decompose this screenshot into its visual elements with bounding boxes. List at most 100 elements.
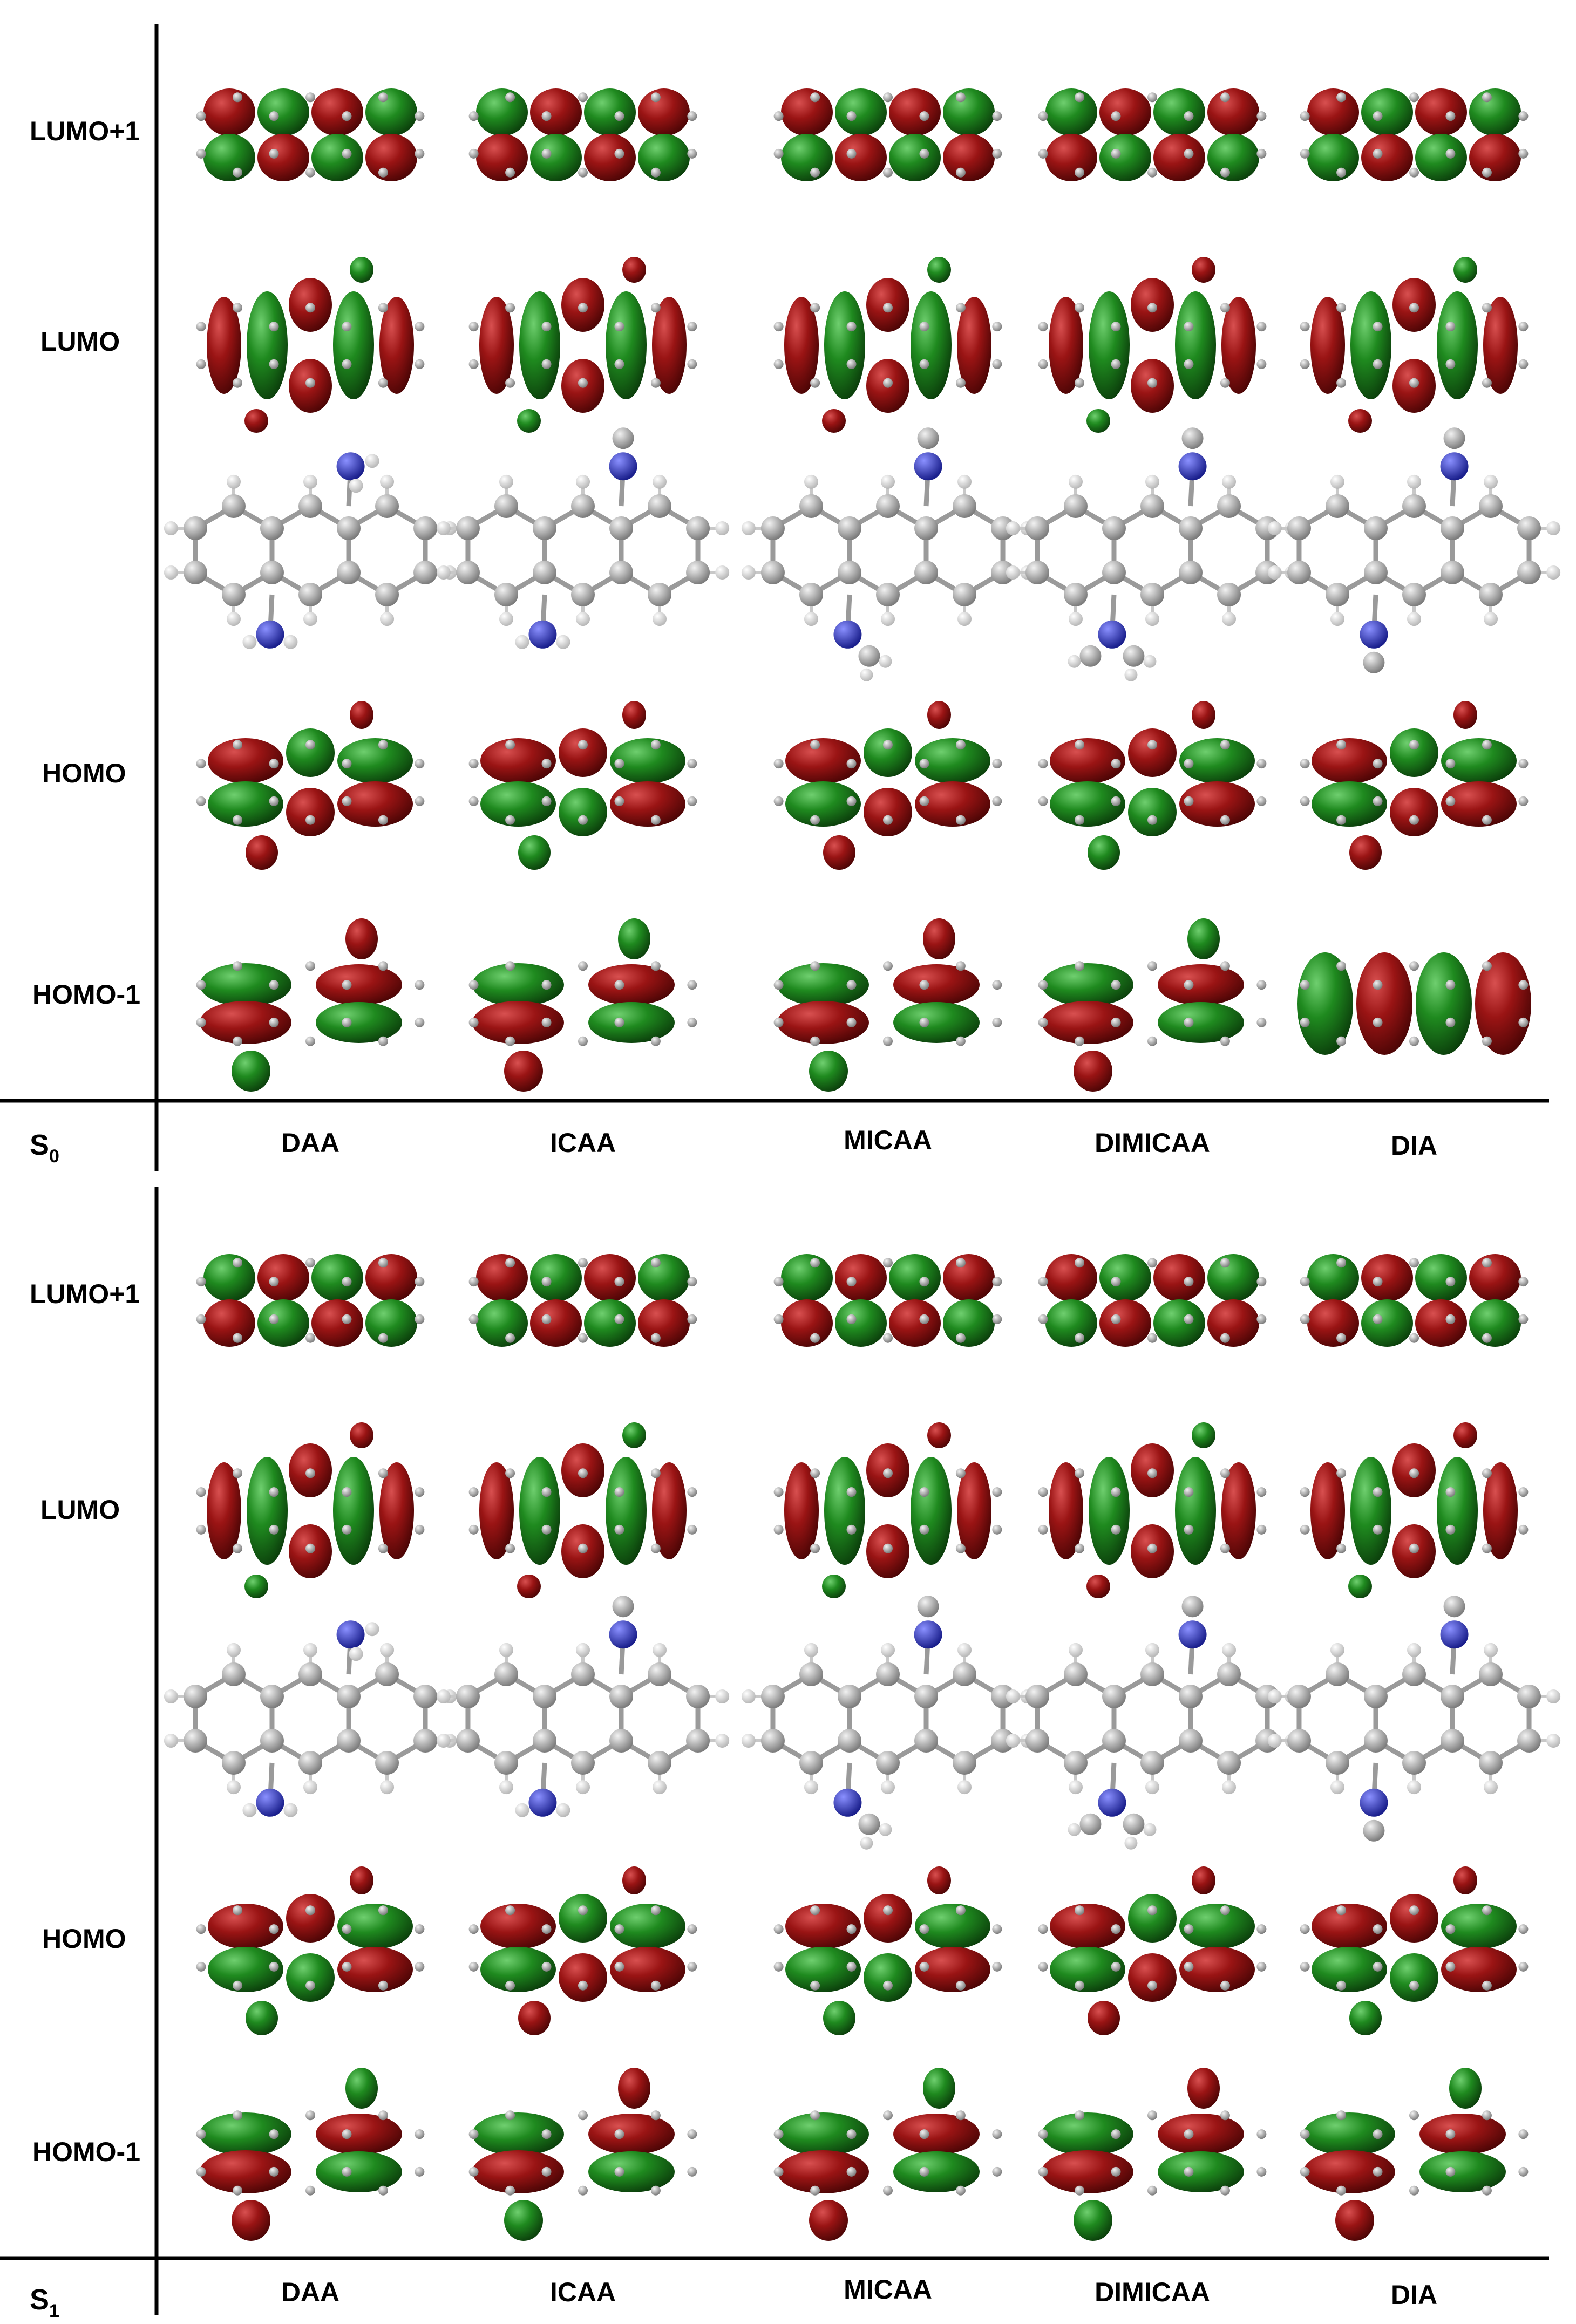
carbon-atom [650, 815, 661, 825]
carbon-atom [953, 494, 977, 518]
carbon-atom [1518, 322, 1529, 332]
carbon-atom [532, 1685, 556, 1708]
hydrogen-atom [1484, 1780, 1498, 1795]
nitrogen-atom [256, 1788, 284, 1817]
carbon-atom [1373, 1961, 1383, 1972]
nitrogen-atom [833, 620, 862, 649]
orbital-lobe [1089, 291, 1130, 399]
state-label-subscript: 1 [49, 2301, 59, 2321]
carbon-atom [614, 2129, 624, 2139]
orbital-lobe [652, 1462, 687, 1559]
carbon-atom [1217, 494, 1241, 518]
carbon-atom [687, 759, 697, 769]
orbital-lobe [1187, 918, 1220, 959]
carbon-atom [1038, 1277, 1048, 1287]
orbital-lobe [1049, 1462, 1083, 1559]
carbon-atom [305, 2185, 315, 2196]
carbon-atom [305, 303, 315, 313]
cell-homo-minus-1-micaa [773, 918, 1002, 1092]
carbon-atom [233, 961, 243, 971]
orbital-lobe [1153, 88, 1205, 136]
cell-lumo-dimicaa [1038, 1422, 1267, 1598]
orbital-lobe [1207, 88, 1259, 136]
carbon-atom [233, 815, 243, 825]
carbon-atom [233, 740, 243, 750]
carbon-atom [468, 1487, 479, 1497]
carbon-atom [992, 322, 1002, 332]
carbon-atom [415, 980, 425, 990]
carbon-atom [1443, 1596, 1465, 1618]
carbon-atom [1445, 2166, 1456, 2177]
orbital-lobe [835, 134, 887, 181]
column-label-micaa: MICAA [844, 2274, 932, 2305]
orbital-lobe [1099, 88, 1151, 136]
orbital-lobe [1042, 2150, 1133, 2193]
carbon-atom [1179, 1685, 1203, 1708]
carbon-atom [342, 759, 352, 769]
hydrogen-atom [556, 635, 570, 649]
carbon-atom [183, 561, 207, 584]
orbital-lobe [333, 291, 374, 399]
carbon-atom [415, 111, 425, 121]
cell-lumo-daa [196, 257, 425, 433]
orbital-lobe [781, 88, 833, 136]
carbon-atom [810, 1543, 820, 1553]
column-label-daa: DAA [281, 1128, 339, 1158]
carbon-atom [541, 2129, 552, 2139]
carbon-atom [269, 1277, 279, 1287]
orbital-lobe [822, 1575, 846, 1598]
carbon-atom [378, 1468, 388, 1478]
nitrogen-atom [336, 1620, 365, 1649]
carbon-atom [858, 645, 880, 667]
nitrogen-atom [1178, 1620, 1207, 1649]
nitrogen-atom [256, 620, 284, 649]
orbital-lobe [207, 297, 241, 394]
hydrogen-atom [1484, 612, 1498, 626]
orbital-lobe [476, 1254, 528, 1301]
carbon-atom [614, 1277, 624, 1287]
state-label-text: S [30, 2284, 49, 2316]
carbon-atom [1147, 92, 1157, 103]
carbon-atom [614, 2166, 624, 2177]
carbon-atom [196, 1961, 206, 1972]
carbon-atom [1123, 645, 1145, 667]
carbon-atom [1517, 1729, 1541, 1753]
orbital-grid-s0 [164, 88, 1561, 1092]
carbon-atom [1518, 148, 1529, 159]
hydrogen-atom [226, 474, 241, 489]
carbon-atom [305, 2110, 315, 2121]
carbon-atom [298, 583, 322, 606]
carbon-atom [883, 92, 893, 103]
carbon-atom [1336, 740, 1347, 750]
orbital-lobe [1390, 728, 1438, 777]
carbon-atom [955, 1905, 966, 1916]
carbon-atom [773, 796, 784, 806]
hydrogen-atom [436, 1689, 451, 1703]
carbon-atom [337, 1685, 361, 1708]
carbon-atom [1038, 2129, 1048, 2139]
cell-homo-minus-1-dimicaa [1038, 2068, 1267, 2241]
carbon-atom [233, 1258, 243, 1268]
carbon-atom [1482, 961, 1492, 971]
carbon-atom [846, 759, 857, 769]
cell-structure-dimicaa [1006, 427, 1299, 681]
cell-homo-minus-1-daa [196, 2068, 425, 2241]
carbon-atom [919, 1017, 929, 1027]
carbon-atom [883, 378, 893, 388]
orbital-lobe [785, 1904, 861, 1949]
carbon-atom [1220, 1980, 1230, 1991]
orbital-lobe [472, 1001, 564, 1044]
carbon-atom [468, 1961, 479, 1972]
carbon-atom [1220, 2185, 1230, 2196]
orbital-lobe [286, 1953, 335, 2002]
orbital-lobe [1086, 1575, 1110, 1598]
carbon-atom [1184, 796, 1194, 806]
orbital-lobe [379, 1462, 414, 1559]
carbon-atom [1300, 1277, 1310, 1287]
carbon-atom [578, 1258, 588, 1268]
carbon-atom [378, 815, 388, 825]
carbon-atom [378, 2185, 388, 2196]
carbon-atom [1038, 759, 1048, 769]
carbon-atom [687, 1487, 697, 1497]
